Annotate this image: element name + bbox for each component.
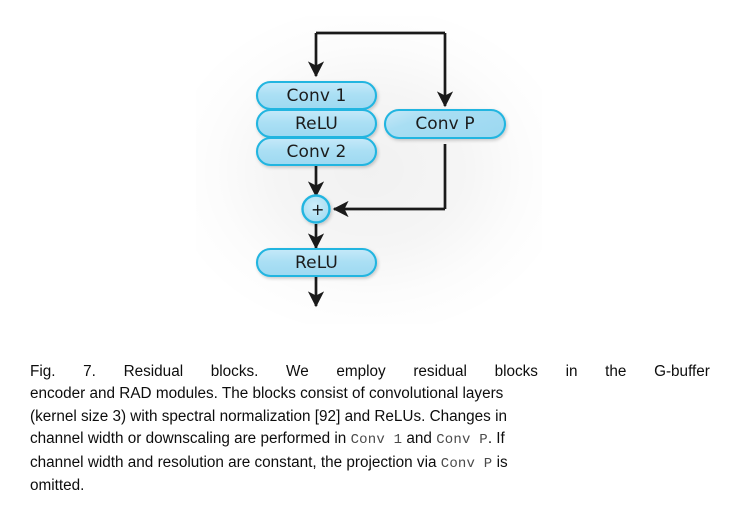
- figure-caption: Fig. 7. Residual blocks. We employ residual blo…: [30, 361, 710, 497]
- figure-panel: Conv 1 ReLU Conv 2 Conv P + ReLU: [196, 16, 542, 324]
- node-relu2-label: ReLU: [295, 253, 338, 273]
- caption-word: blocks.: [210, 363, 259, 380]
- caption-line-4-text-a: channel width or downscaling are perform…: [30, 430, 351, 448]
- caption-word: Residual: [123, 363, 184, 380]
- caption-word: employ: [336, 363, 386, 380]
- caption-word: We: [286, 363, 309, 380]
- caption-line-4: channel width or downscaling are perform…: [30, 428, 710, 451]
- node-convp-shape: [383, 108, 507, 140]
- caption-line-1: Fig. 7. Residual blocks. We employ residual blo…: [30, 361, 710, 383]
- caption-code-conv1: Conv 1: [350, 432, 403, 449]
- caption-word: blocks: [494, 363, 538, 380]
- caption-line-6: omitted.: [30, 477, 85, 495]
- node-conv2-label: Conv 2: [286, 142, 347, 162]
- caption-line-5: channel width and resolution are constan…: [30, 452, 710, 475]
- caption-line-5-text-a: channel width and resolution are constan…: [30, 453, 441, 471]
- residual-block-diagram: [255, 31, 507, 308]
- caption-word: in: [565, 363, 578, 380]
- caption-word: residual: [413, 363, 467, 380]
- node-add-label: +: [311, 200, 325, 219]
- caption-line-5-text-b: is: [492, 453, 508, 471]
- caption-word: G-buffer: [654, 363, 710, 380]
- caption-word: 7.: [83, 363, 96, 380]
- node-relu1-label: ReLU: [295, 114, 338, 134]
- node-conv2-shape: [255, 136, 378, 167]
- caption-line-4-text-b: and: [402, 430, 437, 448]
- caption-line-4-text-c: . If: [487, 430, 505, 448]
- caption-line-2: encoder and RAD modules. The blocks cons…: [30, 385, 504, 403]
- node-relu2-shape: [255, 247, 378, 278]
- caption-word: Fig.: [30, 363, 56, 380]
- caption-word: the: [605, 363, 627, 380]
- caption-line-3: (kernel size 3) with spectral normalizat…: [30, 407, 507, 425]
- node-convp-label: Conv P: [415, 114, 475, 134]
- caption-code-convp-2: Conv P: [440, 455, 493, 472]
- caption-code-convp-1: Conv P: [436, 432, 488, 449]
- node-conv1-label: Conv 1: [286, 86, 347, 106]
- node-add-shape: [301, 194, 331, 224]
